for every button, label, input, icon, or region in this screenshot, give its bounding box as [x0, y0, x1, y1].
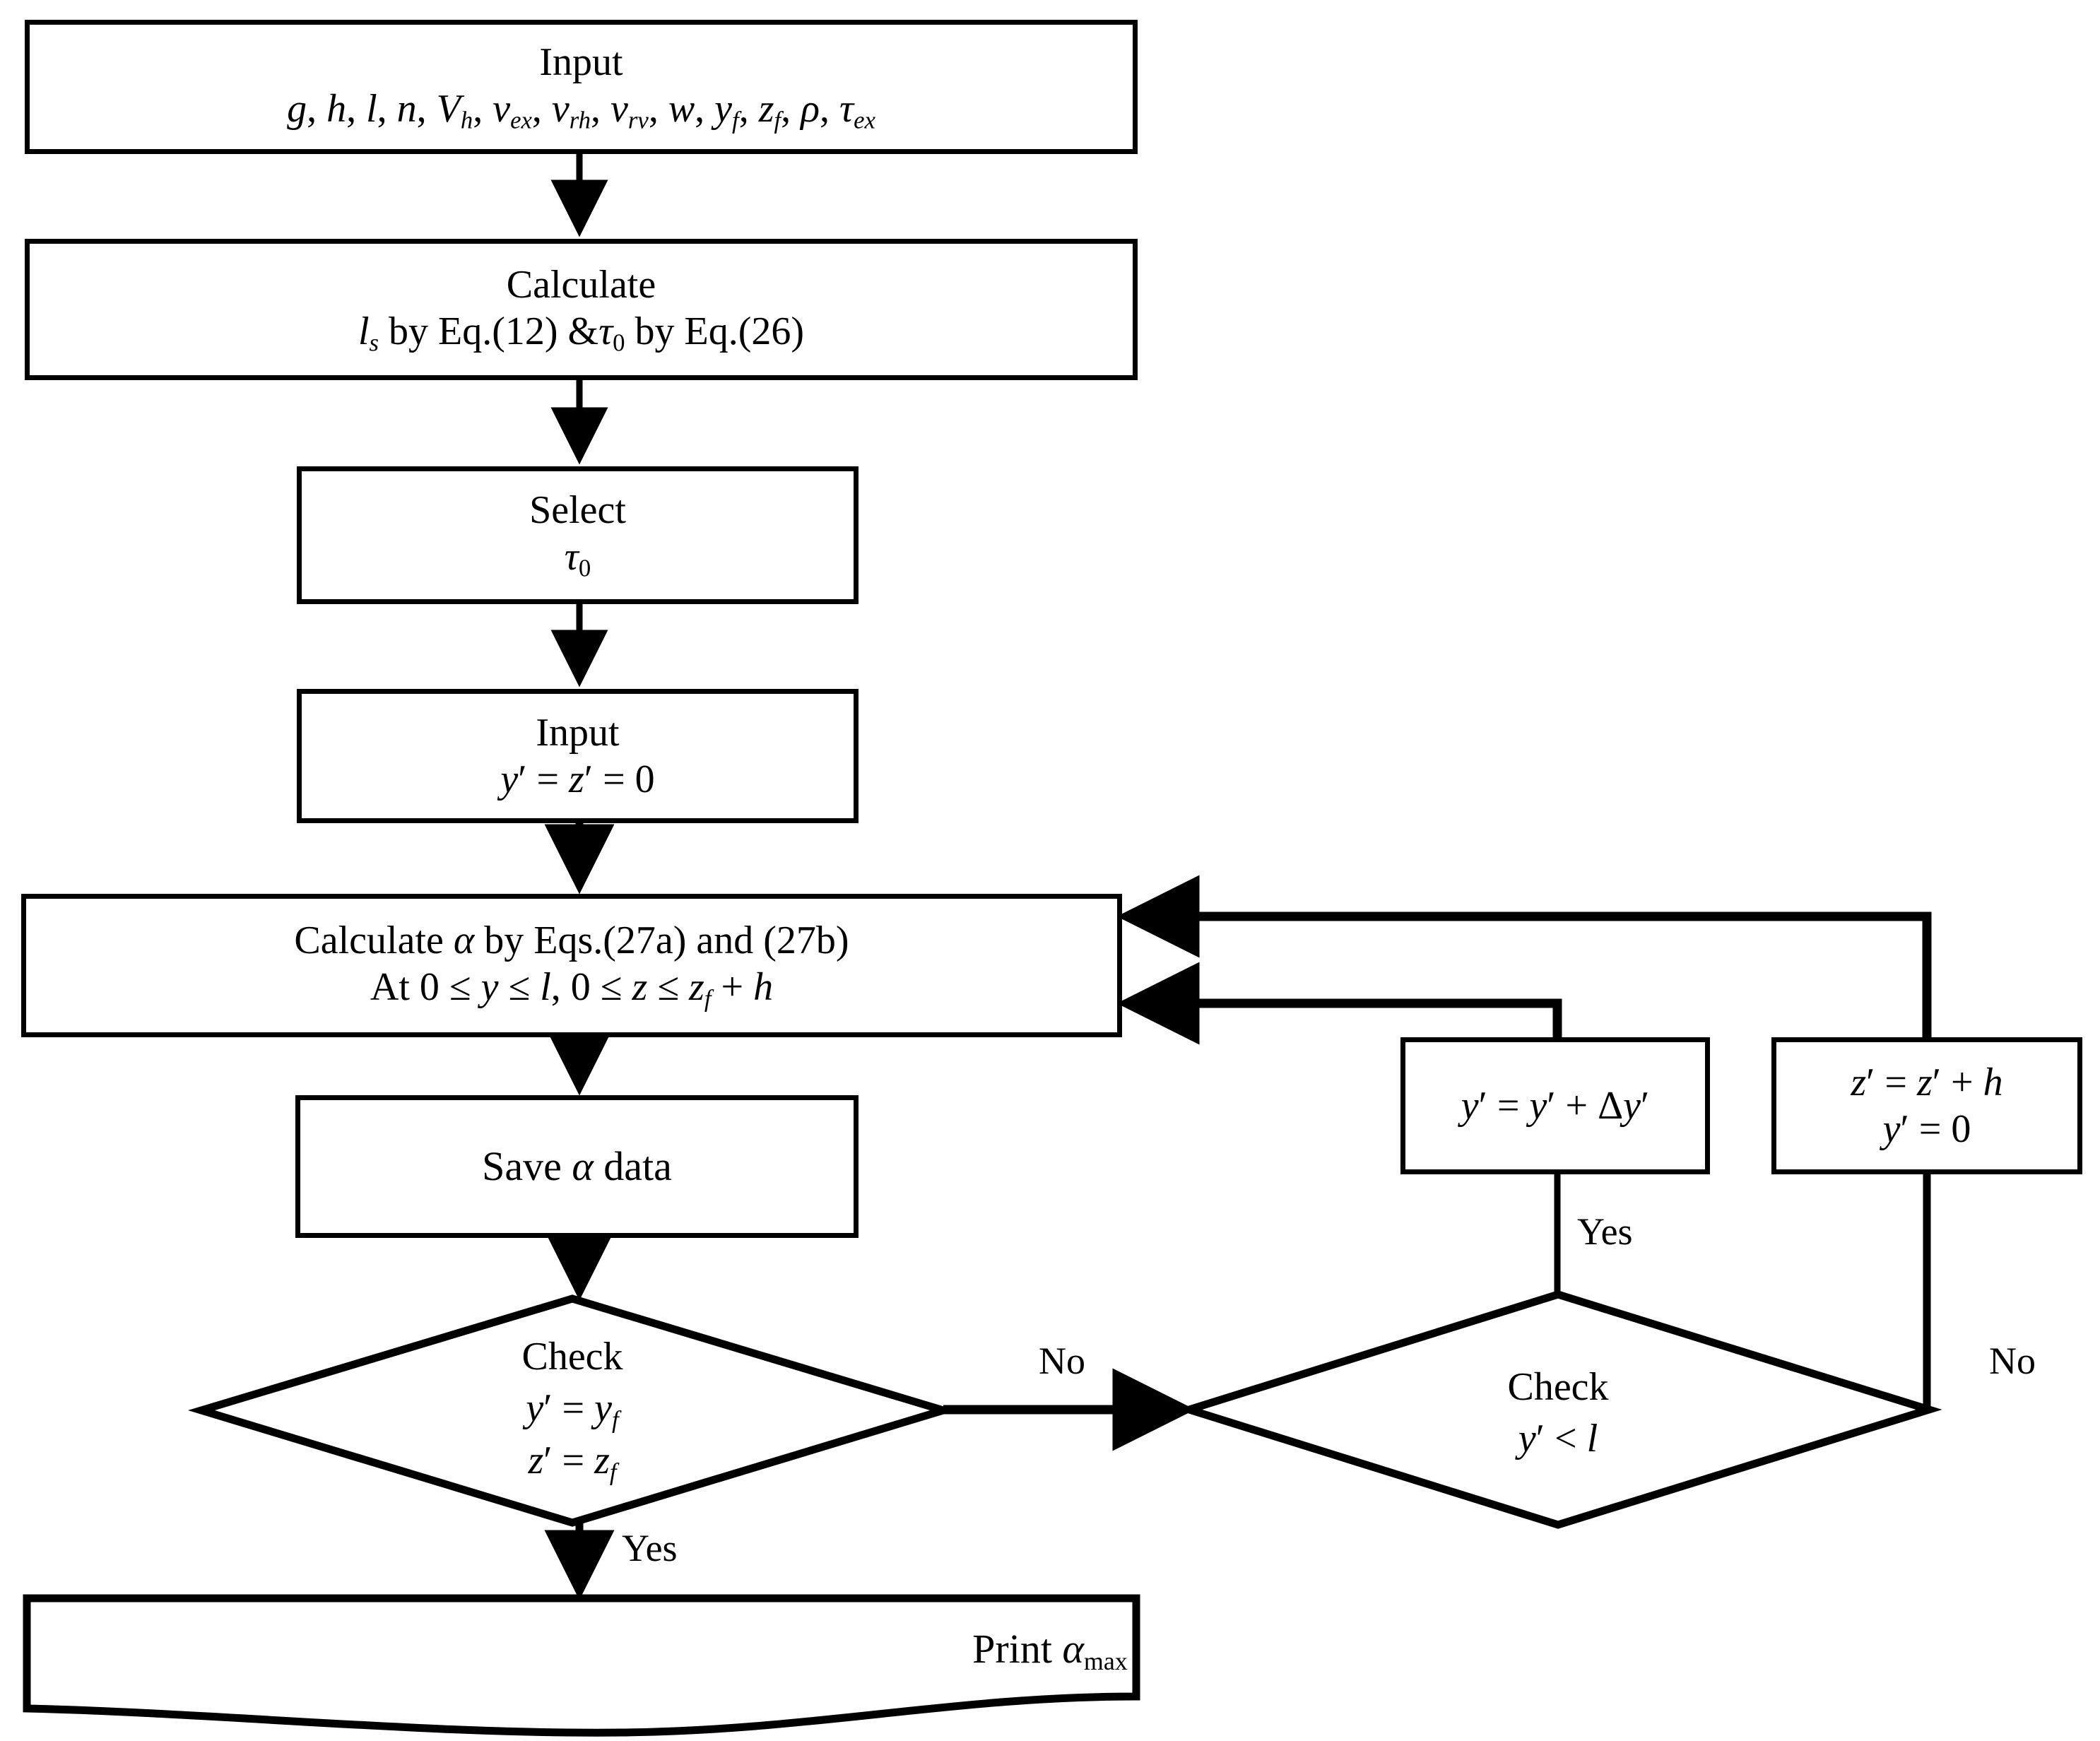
edge-incz-to-calcalpha: [1116, 875, 1932, 1037]
node-increment-z[interactable]: z′ = z′ + h y′ = 0: [1771, 1037, 2082, 1174]
node-input-params-line1: Input: [539, 40, 623, 84]
edge-label-check-y-no: No: [1989, 1340, 2036, 1382]
node-input-yz-line1: Input: [536, 710, 620, 755]
node-incz-line1: z′ = z′ + h: [1851, 1060, 2003, 1104]
decision-check-final-outline: [187, 1294, 957, 1527]
document-print-outline: [23, 1594, 1140, 1737]
node-calculate-line1: Calculate: [506, 262, 656, 307]
node-print-alpha-max-text[interactable]: Print αmax: [972, 1626, 1128, 1676]
decision-check-y-outline: [1176, 1290, 1942, 1529]
node-input-params[interactable]: Input g, h, l, n, Vh, vex, vrh, vrv, w, …: [25, 20, 1138, 154]
node-calcalpha-line2: At 0 ≤ y ≤ l, 0 ≤ z ≤ zf + h: [370, 965, 774, 1013]
edge-label-check-y-yes: Yes: [1577, 1210, 1633, 1253]
edge-label-check-final-yes: Yes: [622, 1527, 678, 1569]
edge-incy-to-calcalpha: [1116, 962, 1562, 1045]
node-incy-line1: y′ = y′ + Δy′: [1461, 1083, 1650, 1128]
node-increment-y[interactable]: y′ = y′ + Δy′: [1400, 1037, 1710, 1174]
node-calcalpha-line1: Calculate α by Eqs.(27a) and (27b): [294, 919, 849, 963]
node-save-alpha-data[interactable]: Save α data: [295, 1095, 859, 1238]
node-calculate-ls-tau0[interactable]: Calculate ls by Eq.(12) &τ0 by Eq.(26): [25, 239, 1138, 380]
node-input-yz-line2: y′ = z′ = 0: [500, 757, 655, 801]
edge-label-check-final-no: No: [1039, 1340, 1085, 1382]
node-select-line2: τ0: [564, 535, 591, 582]
node-select-line1: Select: [529, 488, 626, 533]
node-incz-line2: y′ = 0: [1882, 1107, 1971, 1151]
node-input-yz-zero[interactable]: Input y′ = z′ = 0: [297, 689, 859, 823]
node-select-tau0[interactable]: Select τ0: [297, 466, 859, 604]
node-input-params-line2: g, h, l, n, Vh, vex, vrh, vrv, w, yf, zf…: [287, 86, 875, 134]
node-save-line1: Save α data: [482, 1143, 672, 1189]
node-calculate-alpha[interactable]: Calculate α by Eqs.(27a) and (27b) At 0 …: [21, 894, 1122, 1037]
node-calculate-line2: ls by Eq.(12) &τ0 by Eq.(26): [358, 309, 805, 357]
